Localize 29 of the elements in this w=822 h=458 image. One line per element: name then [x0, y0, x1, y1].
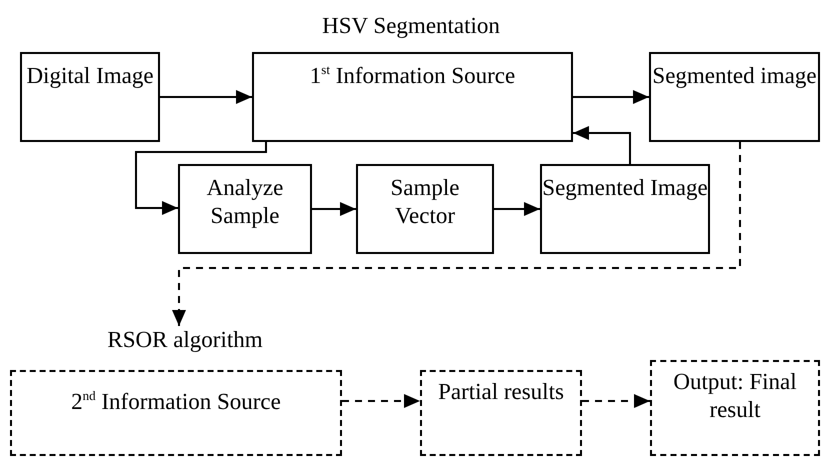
dashed-process-box — [10, 370, 342, 456]
process-box — [540, 164, 710, 254]
dashed-process-box — [650, 360, 820, 456]
box-label: Partial results — [437, 378, 565, 406]
process-box — [20, 52, 160, 142]
process-box — [356, 164, 494, 254]
box-label: Sample Vector — [390, 174, 460, 230]
dashed-arrow — [342, 394, 420, 408]
dashed-arrow — [582, 394, 650, 408]
box-label: Segmented image — [651, 62, 818, 90]
dashed-arrow — [172, 142, 741, 326]
arrow — [573, 126, 631, 164]
box-label: Output: Final result — [672, 368, 798, 424]
section-label: RSOR algorithm — [80, 326, 290, 356]
box-label: Digital Image — [25, 62, 155, 90]
process-box — [649, 52, 820, 142]
box-label: Segmented Image — [542, 174, 708, 202]
arrow — [494, 202, 540, 216]
box-label: Analyze Sample — [206, 174, 284, 230]
arrow — [160, 90, 252, 104]
arrow — [573, 90, 649, 104]
arrow — [135, 142, 267, 215]
box-label: 2$^{nd}$ Information Source — [70, 388, 282, 416]
process-box — [252, 52, 573, 142]
dashed-process-box — [420, 370, 582, 456]
diagram-title: HSV Segmentation — [321, 12, 501, 40]
arrow — [312, 202, 356, 216]
box-label: 1$^{st}$ Information Source — [308, 62, 516, 90]
process-box — [178, 164, 312, 254]
